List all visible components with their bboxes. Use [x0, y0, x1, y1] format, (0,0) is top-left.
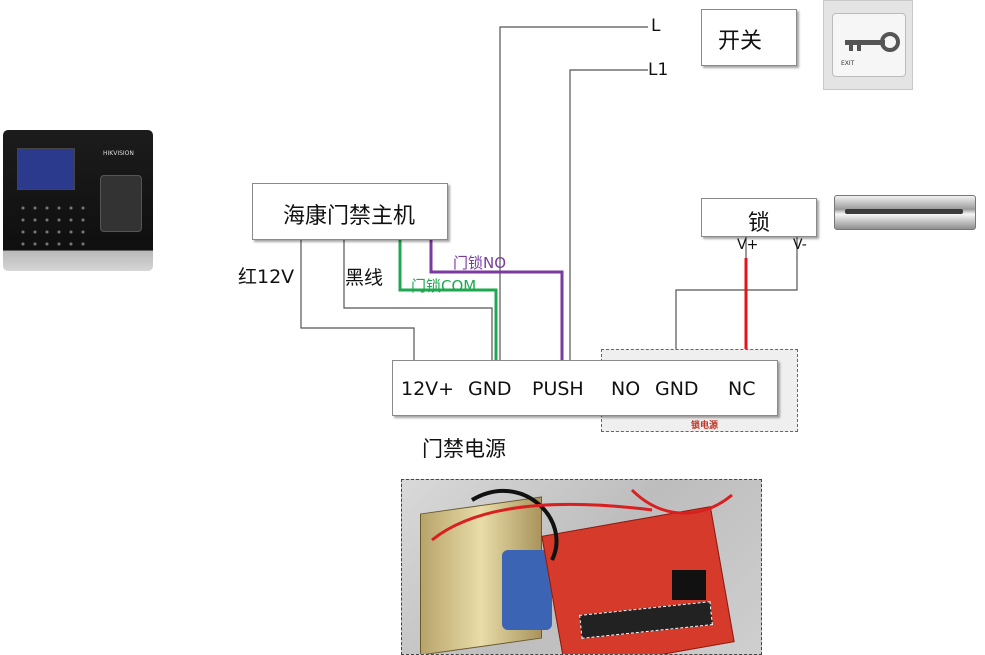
- wire-door-lock-no: [429, 240, 564, 360]
- terminal-12v: 12V+: [401, 378, 455, 400]
- wire-red-12v: [300, 240, 415, 360]
- label-door-lock-no: 门锁NO: [453, 254, 507, 272]
- cable-wires: [431, 488, 733, 561]
- reader-keypad: [17, 202, 89, 252]
- label-line-l1: L1: [648, 60, 669, 80]
- label-line-l: L: [651, 16, 661, 36]
- reader-fingerprint: [100, 175, 142, 232]
- power-supply-label: 门禁电源: [422, 437, 506, 461]
- label-door-lock-com: 门锁COM: [411, 277, 477, 295]
- label-black-wire: 黑线: [345, 267, 384, 289]
- transformer-coil: [502, 550, 552, 630]
- magnetic-lock-image: [834, 195, 976, 230]
- relay: [672, 570, 706, 600]
- terminal-no: NO: [611, 378, 641, 400]
- lock-label: 锁: [748, 211, 771, 236]
- terminal-nc: NC: [728, 378, 756, 400]
- key-icon: [845, 32, 900, 52]
- switch-label: 开关: [718, 29, 763, 54]
- label-red-12v: 红12V: [238, 266, 295, 288]
- wire-black: [343, 240, 493, 360]
- reader-brand: HIKVISION: [103, 150, 134, 157]
- wire-l: [499, 26, 648, 360]
- terminal-push: PUSH: [532, 378, 584, 400]
- wire-lock-vminus: [675, 257, 798, 360]
- exit-button-image: EXIT: [823, 0, 913, 90]
- lock-slot: [845, 209, 963, 214]
- controller-label: 海康门禁主机: [283, 204, 416, 229]
- controller-box: 海康门禁主机: [252, 183, 448, 240]
- terminal-gnd-1: GND: [468, 378, 512, 400]
- exit-text: EXIT: [841, 60, 855, 67]
- access-reader-image: HIKVISION: [3, 130, 153, 271]
- lock-box: 锁: [701, 198, 817, 237]
- exit-plate: EXIT: [832, 13, 906, 77]
- terminal-gnd-2: GND: [655, 378, 699, 400]
- switch-box: 开关: [701, 9, 797, 66]
- power-supply-photo: [401, 479, 762, 655]
- label-v-minus: V-: [793, 237, 807, 253]
- wire-door-lock-com: [398, 240, 498, 360]
- wire-l1: [569, 69, 648, 360]
- power-supply-box: 12V+ GND PUSH NO GND NC: [392, 360, 778, 416]
- lock-power-label: 锁电源: [691, 421, 719, 431]
- label-v-plus: V+: [737, 237, 759, 253]
- reader-screen: [17, 148, 75, 190]
